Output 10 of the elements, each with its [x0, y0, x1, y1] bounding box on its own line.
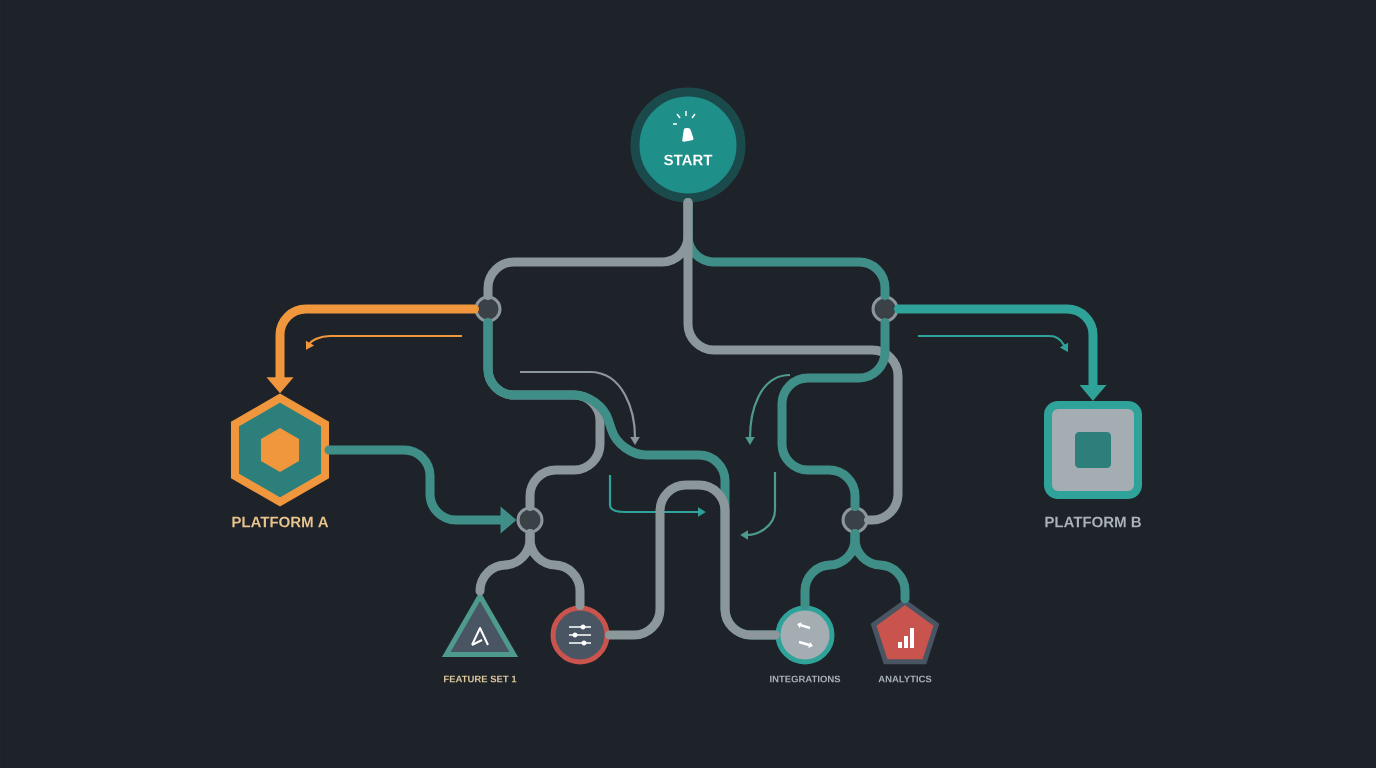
node-label: FEATURE SET 1 [444, 675, 517, 683]
connector-line [683, 198, 903, 525]
connector-line [605, 480, 780, 640]
connector-line [777, 318, 890, 511]
node-label: START [664, 154, 713, 166]
node-label: PLATFORM A [232, 516, 329, 528]
node-label: PLATFORM B [1045, 516, 1141, 528]
node-label: INTEGRATIONS [770, 675, 841, 683]
connector-line [525, 529, 585, 610]
node-label: ANALYTICS [878, 675, 932, 683]
